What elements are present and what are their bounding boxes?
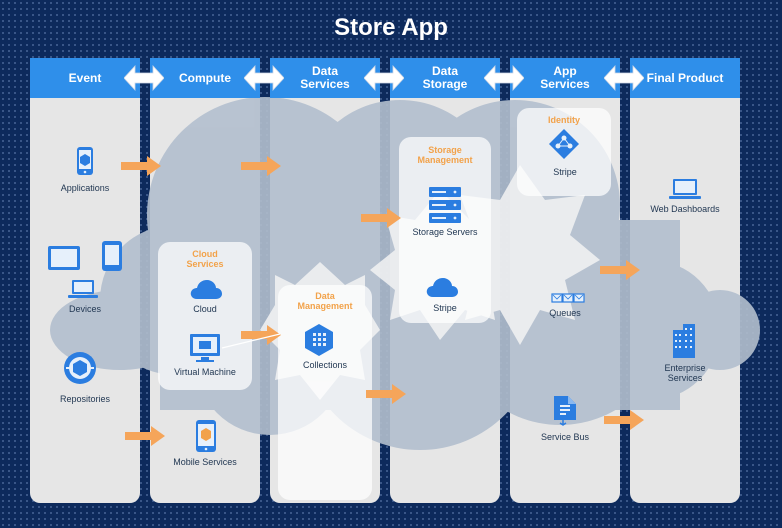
label-storage-servers: Storage Servers: [412, 227, 478, 237]
label-queues: Queues: [549, 308, 581, 318]
collections-icon: [305, 324, 333, 356]
section-cloud-services: Cloud Services: [186, 249, 224, 269]
header-data-services: Data Services: [270, 58, 380, 98]
tablet-icon: [48, 246, 80, 270]
cloud-icon: [190, 280, 222, 299]
header-data-storage: Data Storage: [390, 58, 500, 98]
cloud-services-box: [158, 242, 252, 390]
identity-icon: [549, 129, 579, 159]
label-devices: Devices: [68, 304, 101, 314]
label-cloud: Cloud: [193, 304, 217, 314]
smartphone-icon: [77, 147, 93, 175]
phone-icon: [102, 241, 122, 271]
connector-line: [221, 333, 281, 349]
flow-arrow-icon: [600, 260, 640, 280]
flow-arrow-icon: [361, 208, 401, 228]
label-storage-stripe: Stripe: [433, 303, 457, 313]
double-arrow-icon: [244, 64, 284, 92]
virtual-machine-icon: [190, 334, 220, 362]
label-collections: Collections: [302, 360, 348, 370]
header-final-product: Final Product: [630, 58, 740, 98]
label-identity-stripe: Stripe: [553, 167, 577, 177]
flow-arrow-icon: [121, 156, 161, 176]
label-enterprise-services: Enterprise Services: [664, 363, 706, 383]
service-bus-icon: [554, 396, 576, 426]
repository-icon: [64, 352, 96, 384]
flow-arrow-icon: [241, 325, 281, 345]
label-web-dashboards: Web Dashboards: [650, 204, 720, 214]
label-virtual-machine: Virtual Machine: [174, 367, 236, 377]
section-storage-management: Storage Management: [417, 145, 473, 165]
double-arrow-icon: [124, 64, 164, 92]
diagram-title: Store App: [334, 14, 448, 41]
laptop-icon: [68, 280, 98, 298]
flow-arrow-icon: [604, 410, 644, 430]
section-identity: Identity: [547, 115, 580, 125]
enterprise-building-icon: [673, 324, 695, 358]
cloud-icon: [426, 278, 458, 297]
label-applications: Applications: [60, 183, 110, 193]
section-data-management: Data Management: [297, 291, 353, 311]
header-app-services: App Services: [510, 58, 620, 98]
label-service-bus: Service Bus: [540, 432, 590, 442]
queues-icon: [551, 293, 585, 303]
double-arrow-icon: [604, 64, 644, 92]
flow-arrow-icon: [125, 426, 165, 446]
double-arrow-icon: [364, 64, 404, 92]
double-arrow-icon: [484, 64, 524, 92]
storage-servers-icon: [429, 187, 461, 223]
label-mobile-services: Mobile Services: [173, 457, 237, 467]
header-compute: Compute: [150, 58, 260, 98]
flow-arrow-icon: [366, 384, 406, 404]
header-event: Event: [30, 58, 140, 98]
label-repositories: Repositories: [59, 394, 111, 404]
flow-arrow-icon: [241, 156, 281, 176]
data-management-box: [278, 285, 372, 500]
mobile-services-icon: [196, 420, 216, 452]
web-dashboard-icon: [669, 179, 701, 199]
